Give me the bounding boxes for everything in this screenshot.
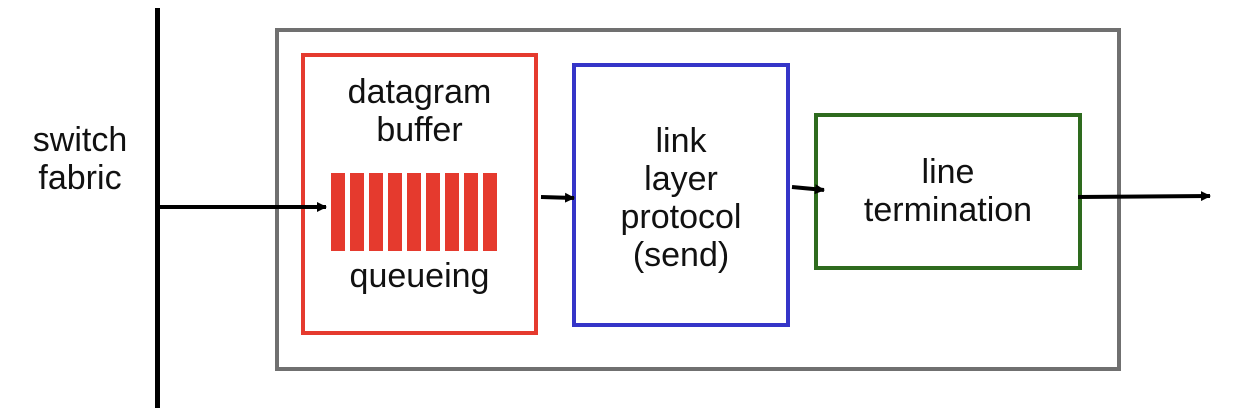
line-termination-box: line termination [814,113,1082,270]
link-layer-line-4: (send) [632,236,730,274]
switch-fabric-label: switch fabric [20,121,140,197]
queue-slot [369,173,383,251]
arrow-buffer-to-link [540,192,575,203]
switch-fabric-bar [155,8,160,408]
line-termination-line-1: line [921,153,975,191]
switch-fabric-label-line-1: switch [32,121,128,159]
queue-slot [426,173,440,251]
arrow-line-output [1077,191,1211,202]
link-layer-line-3: protocol [620,198,742,236]
switch-fabric-label-line-2: fabric [38,159,122,197]
link-layer-line-2: layer [644,160,718,198]
queue-slot [331,173,345,251]
queue-slot [388,173,402,251]
queue-slot [483,173,497,251]
queueing-label: queueing [349,257,490,295]
link-layer-protocol-text: link layer protocol (send) [576,122,786,274]
datagram-buffer-title-line-1: datagram [347,73,492,111]
line-termination-line-2: termination [863,191,1033,229]
queue-slot [445,173,459,251]
queue-slot [407,173,421,251]
link-layer-line-1: link [655,122,707,160]
queue-slot [350,173,364,251]
queue-slot [464,173,478,251]
datagram-buffer-title-line-2: buffer [376,111,463,149]
datagram-buffer-title: datagram buffer [305,73,534,149]
arrow-link-to-line [791,184,825,195]
link-layer-protocol-box: link layer protocol (send) [572,63,790,327]
line-termination-text: line termination [818,153,1078,229]
